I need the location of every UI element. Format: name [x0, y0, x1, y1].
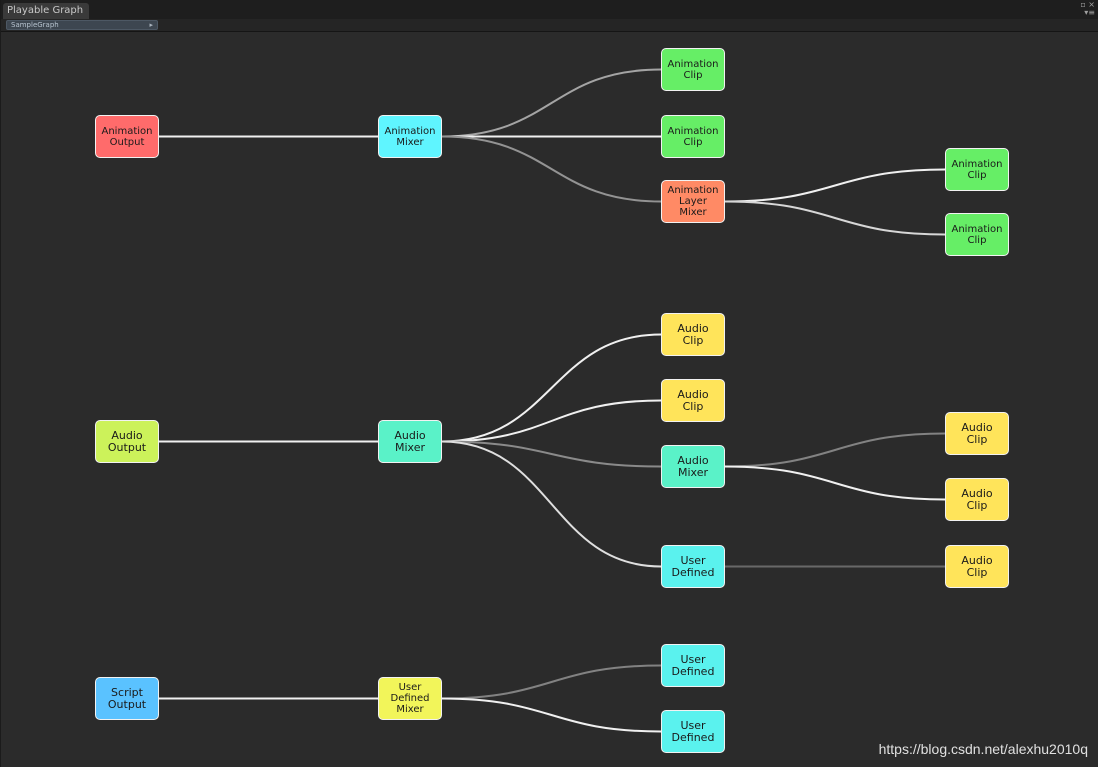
- edge-audio-mixer-to-user-defined-1: [441, 440, 662, 568]
- window-controls: ▫ × ▾≡: [1080, 1, 1095, 17]
- edge-user-defined-mixer-to-user-defined-3: [441, 697, 662, 733]
- node-label-line: Mixer: [679, 207, 707, 218]
- edge-audio-mixer-2-to-audio-clip-3: [724, 432, 946, 468]
- node-label-line: Clip: [683, 136, 703, 148]
- node-label-line: Script: [111, 685, 143, 699]
- node-label-line: Animation: [667, 185, 719, 196]
- edge-audio-mixer-to-audio-clip-1: [441, 333, 662, 443]
- node-label-line: Defined: [390, 693, 430, 704]
- node-label-line: User: [680, 718, 706, 732]
- node-label-line: Animation: [667, 125, 719, 137]
- close-icon[interactable]: ×: [1088, 0, 1095, 9]
- menu-icon[interactable]: ▾≡: [1084, 8, 1095, 17]
- node-label-line: Audio: [961, 486, 993, 500]
- node-label-line: User: [680, 652, 706, 666]
- graph-selector-dropdown[interactable]: SampleGraph ▸: [6, 20, 158, 30]
- edge-anim-mixer-to-anim-layer-mixer: [441, 135, 662, 203]
- maximize-icon[interactable]: ▫: [1080, 0, 1086, 9]
- node-label-line: Animation: [667, 58, 719, 70]
- node-label-line: Output: [107, 440, 147, 454]
- node-label-line: Clip: [967, 234, 987, 246]
- edge-anim-layer-mixer-to-anim-clip-3: [724, 168, 946, 203]
- node-label-line: Audio: [677, 453, 709, 467]
- node-label-line: Clip: [966, 432, 988, 446]
- toolbar: SampleGraph ▸: [1, 19, 1098, 32]
- node-label-line: Audio: [394, 428, 426, 442]
- graph-selector-value: SampleGraph: [11, 21, 59, 29]
- node-label-line: Mixer: [396, 704, 424, 715]
- node-label-line: Clip: [682, 333, 704, 347]
- edge-anim-mixer-to-anim-clip-1: [441, 68, 662, 138]
- node-label-line: Audio: [677, 321, 709, 335]
- graph-edges: [158, 68, 946, 733]
- node-label-line: Mixer: [394, 440, 425, 454]
- node-label-line: Audio: [961, 553, 993, 567]
- window-tab[interactable]: Playable Graph: [3, 3, 90, 19]
- node-label-line: User: [398, 682, 422, 693]
- edge-audio-mixer-to-audio-clip-2: [441, 399, 662, 443]
- node-label-line: Defined: [671, 664, 715, 678]
- node-label-line: Defined: [671, 730, 715, 744]
- edge-audio-mixer-to-audio-mixer-2: [441, 440, 662, 468]
- node-label-line: Clip: [966, 498, 988, 512]
- edge-anim-layer-mixer-to-anim-clip-4: [724, 200, 946, 236]
- chevron-down-icon: ▸: [149, 21, 153, 29]
- node-label-line: User: [680, 553, 706, 567]
- node-label-line: Audio: [111, 428, 143, 442]
- node-label-line: Clip: [967, 169, 987, 181]
- title-bar: Playable Graph ▫ × ▾≡: [1, 0, 1098, 20]
- node-label-line: Defined: [671, 565, 715, 579]
- node-label-line: Clip: [682, 399, 704, 413]
- node-label-line: Audio: [961, 420, 993, 434]
- node-label-line: Mixer: [396, 136, 424, 148]
- node-label-line: Clip: [966, 565, 988, 579]
- node-label-line: Animation: [101, 125, 153, 137]
- window-tab-title: Playable Graph: [7, 5, 84, 16]
- edge-user-defined-mixer-to-user-defined-2: [441, 664, 662, 700]
- edge-audio-mixer-2-to-audio-clip-4: [724, 465, 946, 501]
- node-label-line: Output: [109, 136, 145, 148]
- node-label-line: Layer: [679, 196, 707, 207]
- node-label-line: Animation: [951, 223, 1003, 235]
- node-label-line: Mixer: [677, 465, 708, 479]
- node-label-line: Audio: [677, 387, 709, 401]
- node-label-line: Animation: [384, 125, 436, 137]
- node-label-line: Clip: [683, 69, 703, 81]
- node-label-line: Animation: [951, 158, 1003, 170]
- watermark-text: https://blog.csdn.net/alexhu2010q: [878, 741, 1088, 757]
- node-label-line: Output: [107, 697, 147, 711]
